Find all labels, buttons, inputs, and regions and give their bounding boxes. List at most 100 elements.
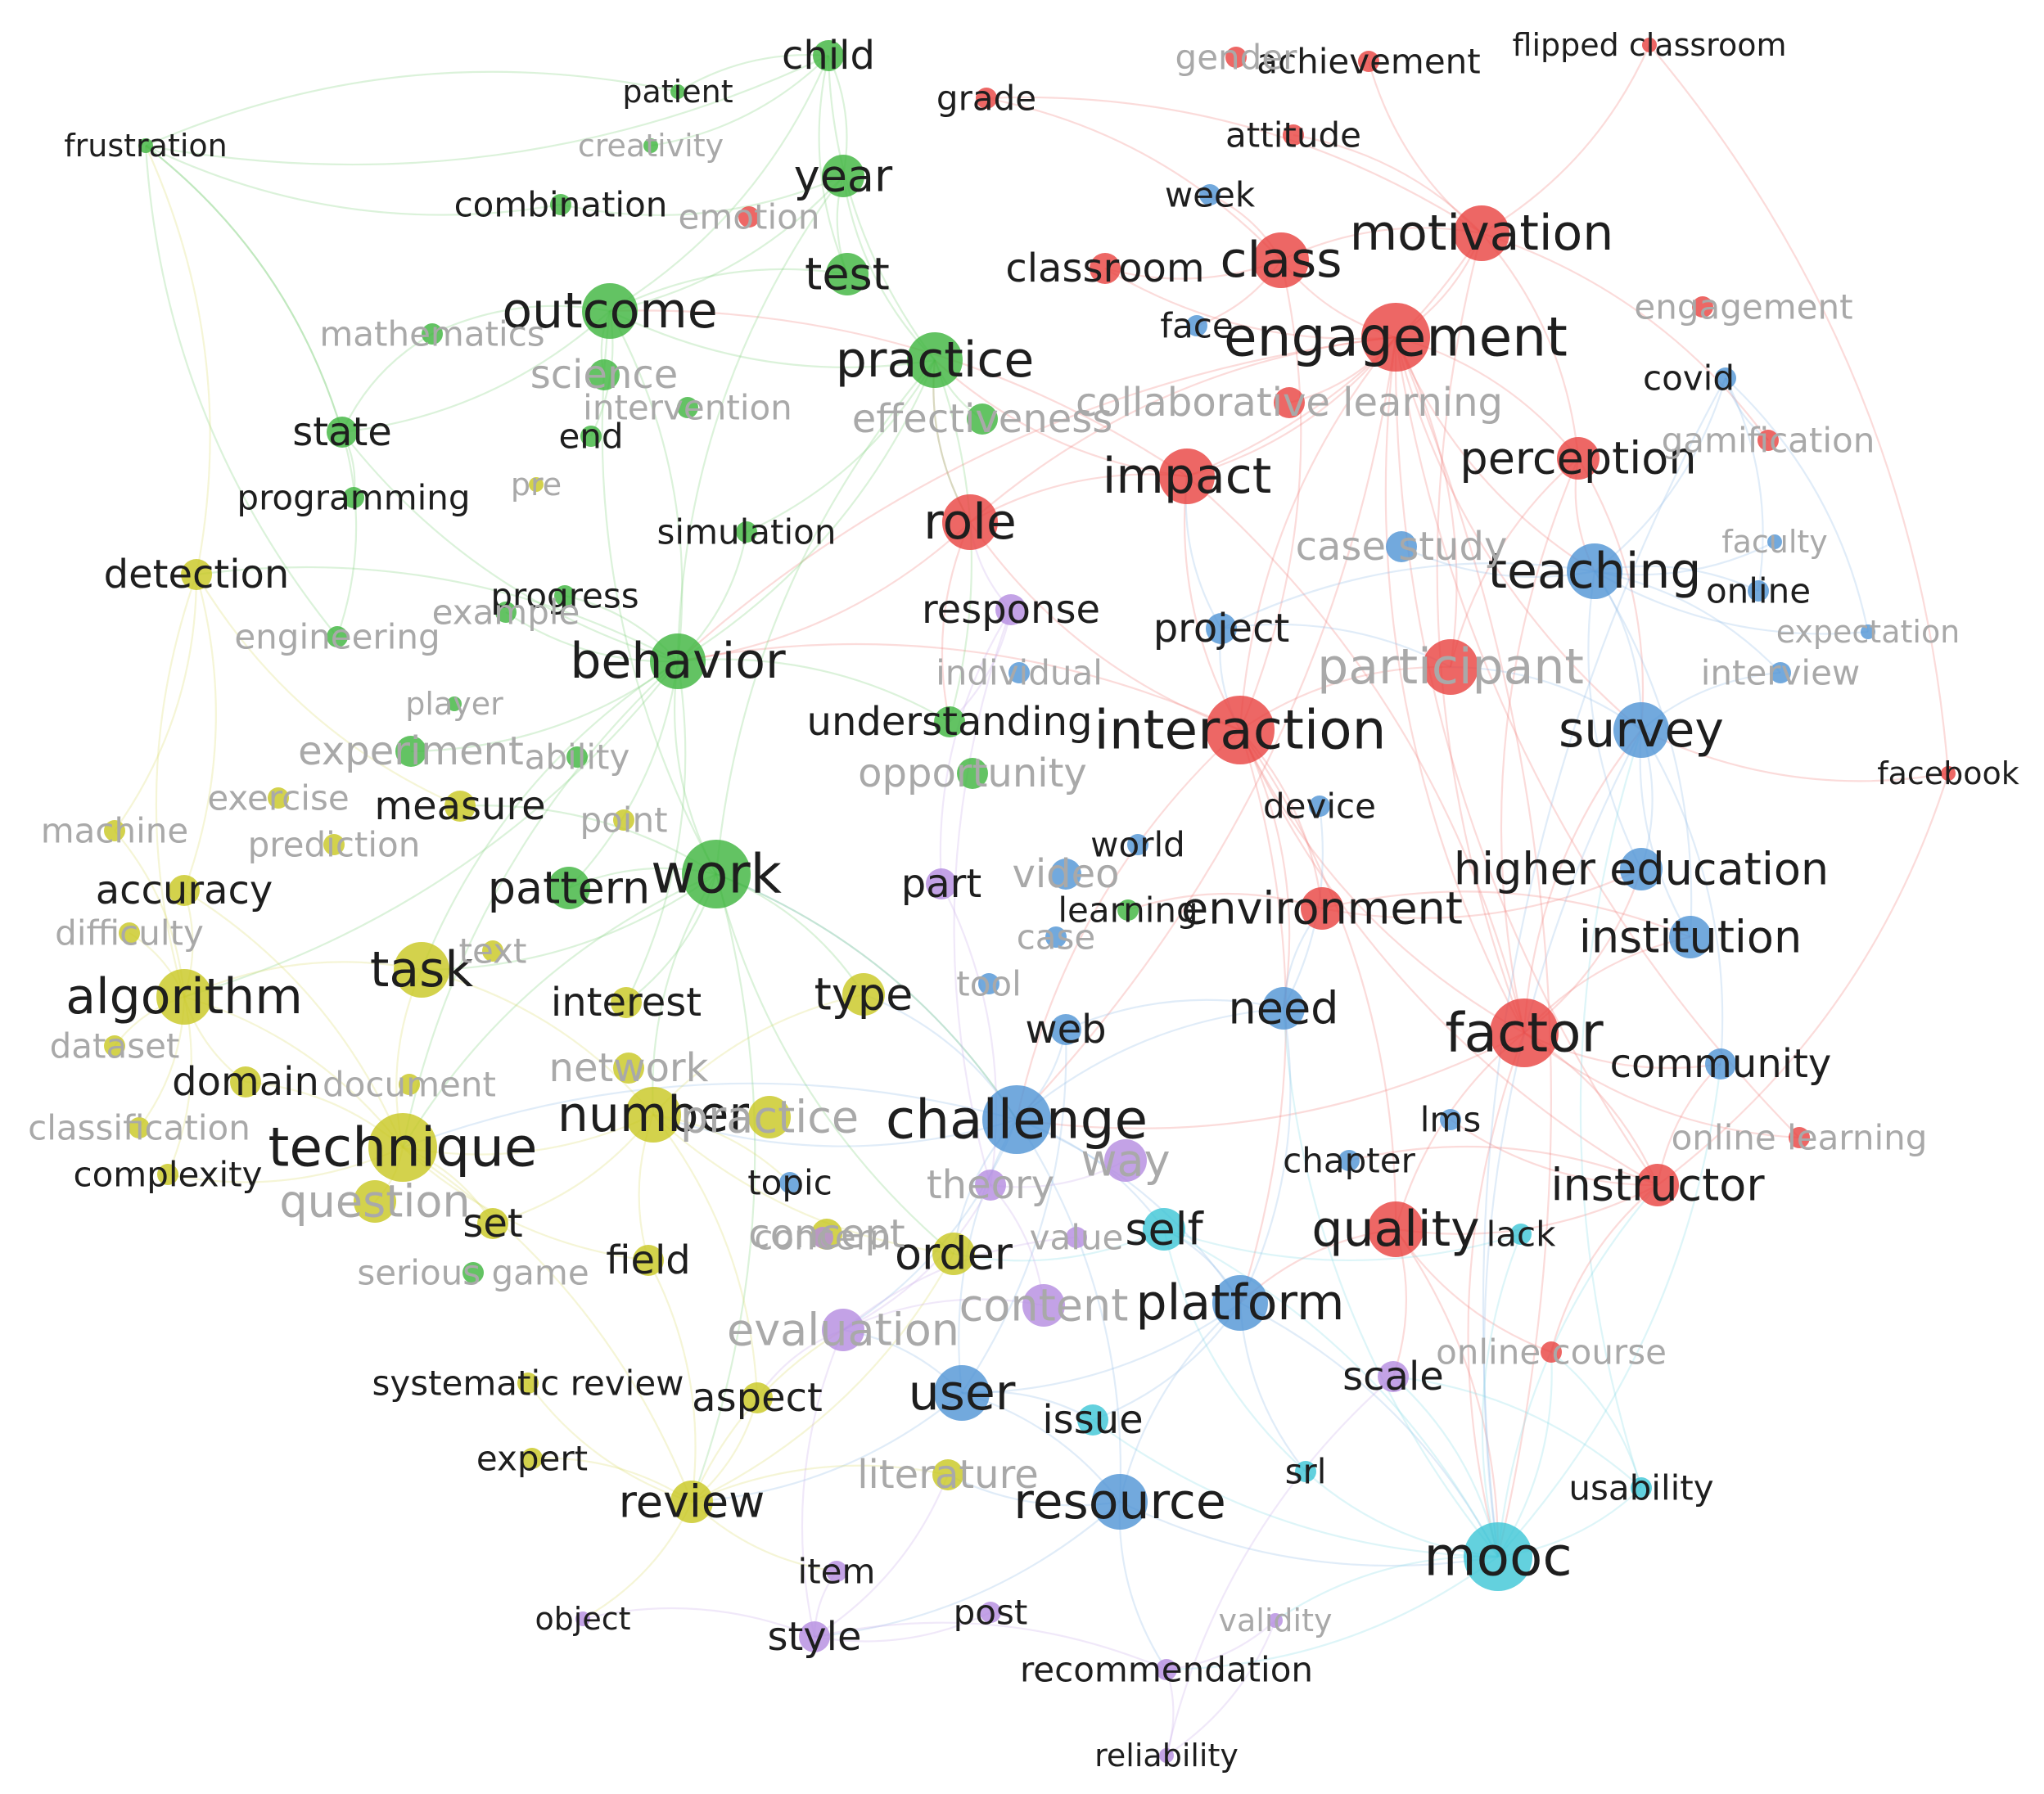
node-instructor[interactable] [1636,1164,1679,1206]
node-way[interactable] [1104,1139,1147,1182]
node-programming[interactable] [343,487,364,508]
node-chapter[interactable] [1338,1150,1360,1171]
node-complexity[interactable] [157,1164,178,1185]
node-collaborative-learning[interactable] [1274,387,1305,418]
node-response[interactable] [995,594,1027,625]
node-environment[interactable] [1301,887,1343,930]
node-understanding[interactable] [934,706,965,737]
node-platform[interactable] [1212,1275,1268,1331]
node-network[interactable] [613,1053,644,1084]
node-issue[interactable] [1077,1404,1108,1436]
node-online-course[interactable] [1541,1341,1562,1363]
node-technique[interactable] [368,1113,437,1182]
node-flipped-classroom[interactable] [1642,38,1657,52]
node-topic[interactable] [779,1172,801,1193]
node-evaluation[interactable] [822,1309,864,1351]
node-validity[interactable] [1268,1613,1283,1628]
node-concern[interactable] [812,1227,833,1248]
node-case-study[interactable] [1386,531,1417,562]
node-order[interactable] [932,1233,975,1275]
node-combination[interactable] [550,194,571,215]
node-value[interactable] [1066,1227,1087,1248]
node-ability[interactable] [566,746,588,768]
node-classroom[interactable] [1090,253,1121,284]
node-child[interactable] [813,40,844,71]
node-factor[interactable] [1490,998,1559,1067]
node-post[interactable] [980,1602,1001,1623]
node-accuracy[interactable] [169,875,200,906]
node-gender[interactable] [1225,47,1247,68]
node-learning[interactable] [1117,899,1139,921]
node-state[interactable] [327,417,358,448]
node-lack[interactable] [1510,1224,1532,1245]
node-attitude[interactable] [1283,124,1304,146]
node-world[interactable] [1127,834,1148,855]
node-prediction[interactable] [323,834,345,855]
node-exercise[interactable] [268,787,289,809]
node-web[interactable] [1050,1014,1081,1045]
node-opportunity[interactable] [957,758,988,789]
node-expert[interactable] [521,1448,543,1469]
node-set[interactable] [477,1208,508,1239]
node-patient[interactable] [670,84,685,99]
node-review[interactable] [670,1481,713,1523]
node-dataset[interactable] [104,1035,125,1057]
node-algorithm[interactable] [156,969,212,1025]
node-intervention[interactable] [677,397,698,418]
node-practice-2[interactable] [748,1096,791,1138]
node-faculty[interactable] [1767,534,1782,549]
node-achievement[interactable] [1358,51,1379,72]
node-reliability[interactable] [1159,1748,1174,1763]
node-user[interactable] [934,1365,990,1421]
node-outcome[interactable] [582,283,638,339]
node-text[interactable] [482,940,503,962]
node-resource[interactable] [1092,1474,1148,1530]
node-experiment[interactable] [395,736,426,767]
node-pre[interactable] [529,477,544,492]
node-higher-education[interactable] [1620,848,1663,890]
node-institution[interactable] [1669,916,1712,958]
node-question[interactable] [354,1180,396,1223]
node-object[interactable] [575,1611,590,1626]
node-work[interactable] [682,840,751,908]
node-individual[interactable] [1008,662,1030,683]
node-quality[interactable] [1368,1201,1424,1257]
node-device[interactable] [1309,796,1330,817]
node-type[interactable] [842,973,885,1016]
node-tool[interactable] [978,973,999,994]
node-video[interactable] [1050,859,1081,890]
node-difficulty[interactable] [119,922,140,944]
node-interview[interactable] [1770,662,1791,683]
node-detection[interactable] [181,559,212,590]
node-test[interactable] [826,253,869,295]
node-recommendation[interactable] [1156,1659,1177,1680]
node-document[interactable] [399,1074,420,1095]
node-progress[interactable] [554,585,575,606]
node-effectiveness[interactable] [967,403,998,435]
node-player[interactable] [447,696,462,711]
node-survey[interactable] [1613,702,1669,758]
node-mathematics[interactable] [422,323,443,345]
node-literature[interactable] [932,1459,963,1490]
node-classification[interactable] [129,1117,150,1138]
node-style[interactable] [799,1621,830,1652]
node-field[interactable] [633,1245,664,1276]
node-covid[interactable] [1715,367,1736,389]
node-engineering[interactable] [327,626,348,647]
node-content[interactable] [1022,1284,1065,1327]
node-year[interactable] [822,155,864,197]
node-challenge[interactable] [982,1085,1051,1154]
node-item[interactable] [826,1561,847,1582]
node-measure[interactable] [444,791,476,822]
node-perception[interactable] [1557,437,1600,480]
node-lms[interactable] [1440,1109,1461,1130]
node-engagement-2[interactable] [1692,296,1713,318]
node-scale[interactable] [1378,1361,1409,1392]
node-community[interactable] [1705,1048,1736,1080]
node-participant[interactable] [1423,639,1478,695]
node-engagement[interactable] [1361,303,1430,372]
node-teaching[interactable] [1567,543,1622,599]
node-task[interactable] [394,942,449,998]
node-grade[interactable] [976,88,997,109]
node-need[interactable] [1262,987,1305,1030]
